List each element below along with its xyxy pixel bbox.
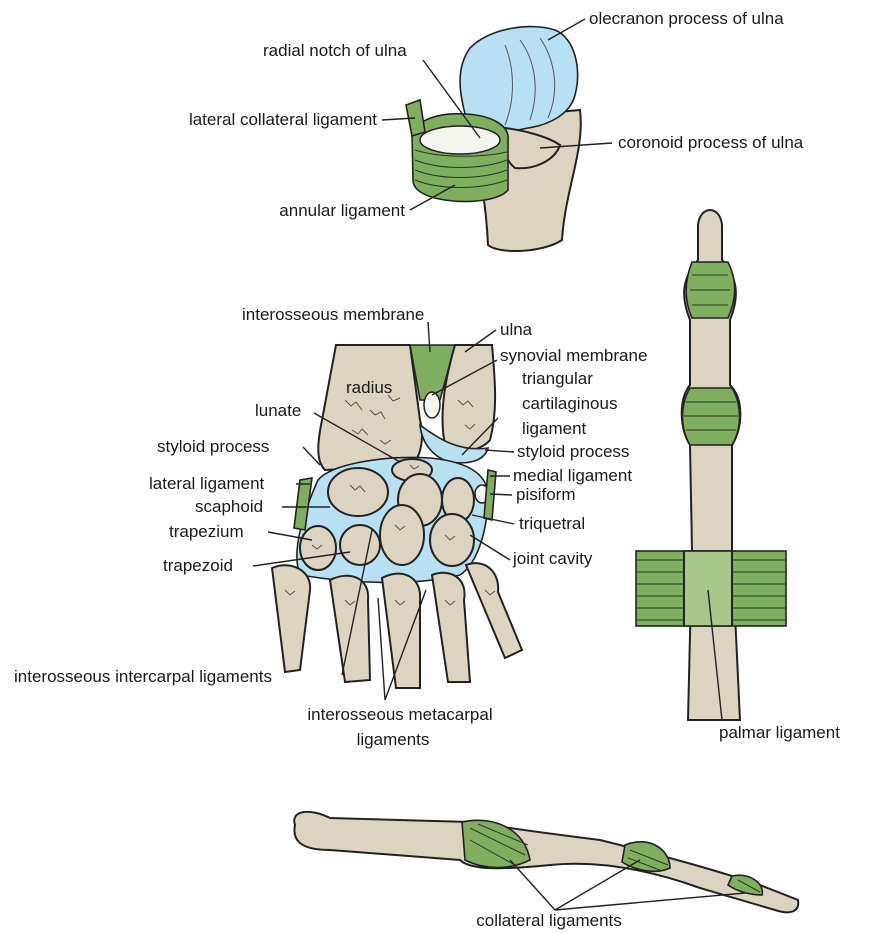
label-lunate: lunate	[255, 401, 301, 420]
label-lateral-collateral: lateral collateral ligament	[189, 110, 377, 129]
label-styloid-right: styloid process	[517, 442, 629, 461]
wrist-illustration	[272, 345, 522, 688]
palmar-ligament	[684, 551, 732, 626]
label-radius: radius	[346, 378, 392, 397]
label-metacarpal-1: interosseous metacarpal	[307, 705, 492, 724]
trapezoid-bone	[340, 525, 380, 565]
hamate-bone	[430, 514, 474, 566]
label-intercarpal: interosseous intercarpal ligaments	[14, 667, 272, 686]
label-triangular-1: triangular	[522, 369, 593, 388]
side-finger-illustration	[294, 812, 798, 912]
elbow-illustration	[406, 27, 581, 251]
label-medial-ligament: medial ligament	[513, 466, 632, 485]
label-pisiform: pisiform	[516, 485, 576, 504]
metacarpal-5	[466, 563, 522, 658]
metacarpal-2	[330, 576, 370, 682]
label-palmar: palmar ligament	[719, 723, 840, 742]
label-triquetral: triquetral	[519, 514, 585, 533]
label-ulna: ulna	[500, 320, 533, 339]
metacarpal-3	[382, 574, 420, 688]
label-metacarpal-2: ligaments	[357, 730, 430, 749]
label-joint-cavity: joint cavity	[512, 549, 593, 568]
label-olecranon: olecranon process of ulna	[589, 9, 784, 28]
label-radial-notch: radial notch of ulna	[263, 41, 407, 60]
label-triangular-2: cartilaginous	[522, 394, 617, 413]
scaphoid-bone	[328, 468, 388, 516]
label-trapezium: trapezium	[169, 522, 244, 541]
label-lateral-ligament: lateral ligament	[149, 474, 265, 493]
label-scaphoid: scaphoid	[195, 497, 263, 516]
side-collateral-1	[462, 820, 530, 867]
annular-ligament-opening	[420, 126, 500, 154]
label-synovial-membrane: synovial membrane	[500, 346, 647, 365]
ulna-bone	[442, 345, 495, 451]
side-finger-bones	[294, 812, 798, 912]
finger-illustration	[636, 210, 786, 720]
radius-bone	[318, 345, 422, 470]
label-triangular-3: ligament	[522, 419, 587, 438]
metacarpal-1	[272, 565, 310, 672]
capitate-bone	[380, 505, 424, 565]
label-coronoid: coronoid process of ulna	[618, 133, 804, 152]
label-trapezoid: trapezoid	[163, 556, 233, 575]
label-annular: annular ligament	[279, 201, 405, 220]
label-styloid-left: styloid process	[157, 437, 269, 456]
metacarpal-4	[432, 573, 470, 682]
synovial-membrane	[424, 392, 440, 418]
label-interosseous-membrane: interosseous membrane	[242, 305, 424, 324]
label-collateral: collateral ligaments	[476, 911, 622, 930]
